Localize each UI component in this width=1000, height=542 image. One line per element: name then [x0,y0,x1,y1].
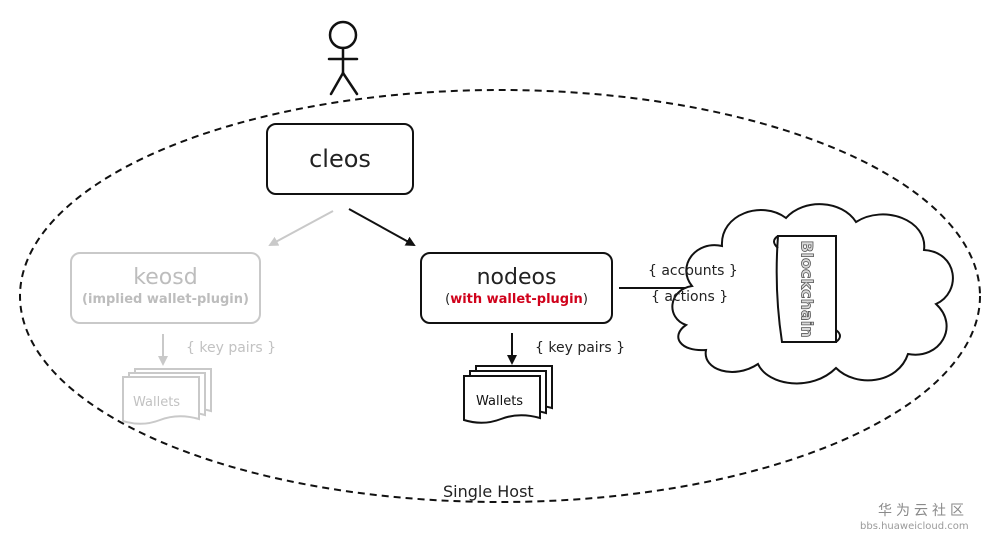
keosd-node: keosd (implied wallet-plugin) [70,252,261,324]
single-host-boundary [19,89,981,503]
cleos-node: cleos [266,123,414,195]
keosd-subtitle: (implied wallet-plugin) [82,292,249,307]
arrow-cleos-to-nodeos [348,208,416,246]
wallets-label-nodeos: Wallets [476,394,524,409]
nodeos-node: nodeos (with wallet-plugin) [420,252,613,324]
wallet-plugin-label: with wallet-plugin [450,292,583,307]
keosd-title: keosd [133,265,198,290]
key-pairs-label-nodeos: { key pairs } [535,340,626,356]
arrow-cleos-to-keosd [268,210,334,246]
wallets-stack-nodeos-icon [463,365,553,424]
key-pairs-label-keosd: { key pairs } [186,340,277,356]
wallets-label-keosd: Wallets [133,395,181,410]
nodeos-subtitle: (with wallet-plugin) [422,291,611,309]
nodeos-sub-close: ) [582,292,588,307]
single-host-label: Single Host [443,482,534,501]
nodeos-sub-open: ( [445,292,451,307]
wallets-stack-keosd-icon [122,368,212,425]
watermark-brand: 华为云社区 [878,503,968,519]
watermark-url: bbs.huaweicloud.com [860,521,969,532]
nodeos-title: nodeos [476,265,557,290]
blockchain-label: Blockchain [798,240,817,337]
user-icon [327,20,359,96]
accounts-label: { accounts } [648,263,738,279]
blockchain-scroll-icon: Blockchain [773,235,841,343]
cleos-title: cleos [309,145,371,173]
actions-label: { actions } [651,289,729,305]
